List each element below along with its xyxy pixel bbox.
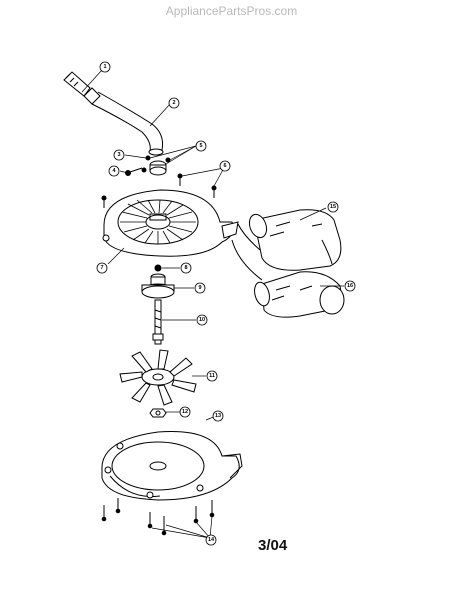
hub-bushing-part	[141, 273, 175, 299]
svg-text:16: 16	[347, 283, 353, 289]
revision-date-code: 3/04	[258, 537, 288, 554]
callout-6: 6	[219, 160, 231, 172]
svg-text:12: 12	[182, 409, 188, 415]
svg-text:9: 9	[198, 285, 201, 291]
callout-7: 7	[96, 262, 108, 274]
fan-impeller-part	[119, 349, 197, 406]
callout-12: 12	[179, 406, 191, 418]
round-nozzle-part	[254, 271, 345, 318]
callout-3: 3	[113, 149, 125, 161]
washer-part	[154, 264, 162, 272]
svg-text:2: 2	[172, 100, 175, 106]
callout-1: 1	[99, 61, 111, 73]
svg-text:5: 5	[199, 143, 202, 149]
svg-text:15: 15	[330, 204, 336, 210]
nut-part	[149, 408, 167, 418]
callout-11: 11	[206, 370, 218, 382]
svg-text:13: 13	[215, 413, 221, 419]
svg-text:4: 4	[112, 168, 116, 174]
svg-text:3: 3	[117, 152, 120, 158]
bottom-screws	[101, 498, 215, 536]
callout-4: 4	[108, 165, 120, 177]
callout-16: 16	[344, 280, 356, 292]
watermark-text: AppliancePartsPros.com	[165, 4, 298, 18]
callout-13: 13	[212, 410, 224, 422]
clamp-and-screws	[101, 155, 217, 208]
callout-5: 5	[195, 140, 207, 152]
flat-nozzle-leader	[237, 223, 261, 251]
svg-text:10: 10	[199, 317, 205, 323]
svg-text:14: 14	[208, 537, 215, 543]
svg-text:8: 8	[184, 265, 187, 271]
callout-10: 10	[196, 314, 208, 326]
svg-text:7: 7	[100, 265, 103, 271]
round-nozzle-leader	[231, 239, 263, 281]
svg-text:11: 11	[209, 373, 215, 379]
svg-text:1: 1	[103, 64, 106, 70]
callout-15: 15	[327, 201, 339, 213]
callout-8: 8	[180, 262, 192, 274]
callout-9: 9	[194, 282, 206, 294]
callout-14: 14	[205, 534, 217, 546]
svg-text:6: 6	[223, 163, 226, 169]
callout-leaders	[81, 69, 344, 539]
callout-2: 2	[168, 97, 180, 109]
lower-housing-part	[101, 431, 243, 501]
shaft-part	[152, 299, 164, 345]
upper-housing-part	[102, 189, 239, 257]
